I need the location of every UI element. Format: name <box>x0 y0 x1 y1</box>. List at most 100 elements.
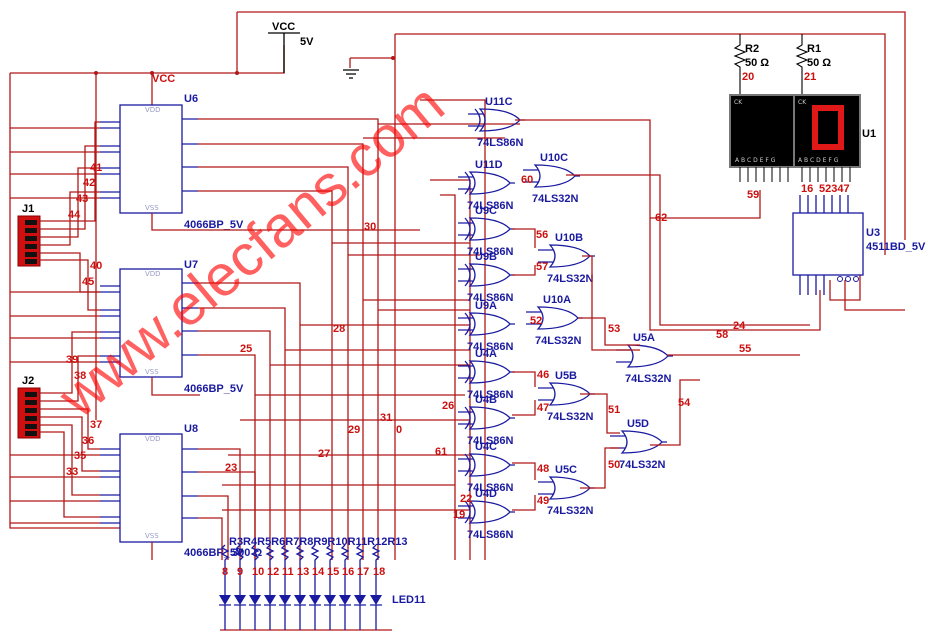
u8-ref: U8 <box>184 423 198 435</box>
svg-text:R1: R1 <box>807 43 821 55</box>
bank-net: 16 <box>342 566 354 578</box>
chip-u6[interactable]: U6 4066BP_5V VDD VSS <box>100 93 244 231</box>
u7-part: 4066BP_5V <box>184 383 244 395</box>
gate-ref: U4D <box>475 488 497 500</box>
chip-u7[interactable]: U7 4066BP_5V VDD VSS <box>100 259 244 395</box>
bank-net: 10 <box>252 566 264 578</box>
svg-text:VSS: VSS <box>145 368 159 376</box>
bank-net: 11 <box>282 566 294 578</box>
svg-text:50 Ω: 50 Ω <box>807 57 831 69</box>
svg-text:59: 59 <box>747 189 759 201</box>
resistor-r1[interactable]: R1 50 Ω 21 <box>795 34 831 95</box>
svg-text:52347: 52347 <box>819 183 850 195</box>
u6-ref: U6 <box>184 93 198 105</box>
svg-text:46: 46 <box>537 369 549 381</box>
gate-ref: U9A <box>475 300 497 312</box>
svg-text:58: 58 <box>716 329 728 341</box>
svg-text:20: 20 <box>742 71 754 83</box>
gate-ref: U10C <box>540 152 568 164</box>
chip-u3[interactable]: U3 4511BD_5V <box>792 195 926 295</box>
svg-text:A B C D E F G: A B C D E F G <box>798 157 839 164</box>
svg-text:U1: U1 <box>862 128 876 140</box>
gate-ref: U9C <box>475 205 497 217</box>
svg-text:38: 38 <box>74 370 86 382</box>
gate-part: 74LS32N <box>535 335 582 347</box>
svg-text:37: 37 <box>90 419 102 431</box>
gate-part: 74LS32N <box>625 373 672 385</box>
svg-text:30: 30 <box>364 221 376 233</box>
gate-u4a[interactable]: U4A 74LS86N <box>458 348 515 401</box>
led-icon <box>279 595 291 605</box>
u7-ref: U7 <box>184 259 198 271</box>
svg-text:21: 21 <box>804 71 816 83</box>
gate-part: 74LS86N <box>467 435 514 447</box>
svg-text:35: 35 <box>74 450 86 462</box>
dip-switch-j2[interactable]: J2 <box>17 375 41 439</box>
gate-ref: U10A <box>543 294 571 306</box>
u6-part: 4066BP_5V <box>184 219 244 231</box>
gate-ref: U10B <box>555 232 583 244</box>
svg-text:19: 19 <box>453 509 465 521</box>
led-icon <box>339 595 351 605</box>
led-icon <box>219 595 231 605</box>
svg-text:48: 48 <box>537 463 549 475</box>
svg-text:53: 53 <box>608 323 620 335</box>
svg-text:43: 43 <box>76 193 88 205</box>
led-icon <box>234 595 246 605</box>
svg-text:CK: CK <box>734 99 743 106</box>
dip-switch-j1[interactable]: J1 <box>17 203 41 267</box>
svg-text:29: 29 <box>348 424 360 436</box>
bus-wires <box>151 34 520 560</box>
svg-text:R2: R2 <box>745 43 759 55</box>
svg-text:51: 51 <box>608 404 620 416</box>
gate-part: 74LS32N <box>547 505 594 517</box>
vcc-label: VCC <box>272 21 295 33</box>
bank-net: 12 <box>267 566 279 578</box>
resistor-r2[interactable]: R2 50 Ω 20 <box>733 34 769 95</box>
svg-text:VSS: VSS <box>145 204 159 212</box>
svg-text:56: 56 <box>536 229 548 241</box>
gate-part: 74LS86N <box>467 246 514 258</box>
gate-part: 74LS86N <box>467 389 514 401</box>
svg-text:16: 16 <box>801 183 813 195</box>
led-icon <box>309 595 321 605</box>
j2-label: J2 <box>22 375 34 387</box>
gate-output-wires <box>512 119 905 511</box>
chip-u8[interactable]: U8 4066BP_5V VDD VSS <box>100 423 244 559</box>
gate-part: 74LS86N <box>467 341 514 353</box>
vcc-value: 5V <box>300 36 314 48</box>
bank-net: 15 <box>327 566 339 578</box>
svg-text:60: 60 <box>521 174 533 186</box>
svg-text:33: 33 <box>66 466 78 478</box>
svg-text:47: 47 <box>537 402 549 414</box>
gate-ref: U4A <box>475 348 497 360</box>
svg-text:55: 55 <box>739 343 751 355</box>
led-icon <box>249 595 261 605</box>
svg-text:54: 54 <box>678 397 691 409</box>
svg-text:4511BD_5V: 4511BD_5V <box>866 241 926 253</box>
svg-text:VSS: VSS <box>145 532 159 540</box>
led-icon <box>370 595 382 605</box>
u8-part: 4066BP_5V <box>184 547 244 559</box>
svg-text:57: 57 <box>536 261 548 273</box>
gate-u9a[interactable]: U9A 74LS86N <box>458 300 515 353</box>
bank-net: 14 <box>312 566 325 578</box>
svg-text:50 Ω: 50 Ω <box>745 57 769 69</box>
gate-part: 74LS86N <box>477 137 524 149</box>
led-icon <box>264 595 276 605</box>
svg-text:28: 28 <box>333 323 345 335</box>
gate-part: 74LS86N <box>467 200 514 212</box>
bank-net: 18 <box>373 566 385 578</box>
